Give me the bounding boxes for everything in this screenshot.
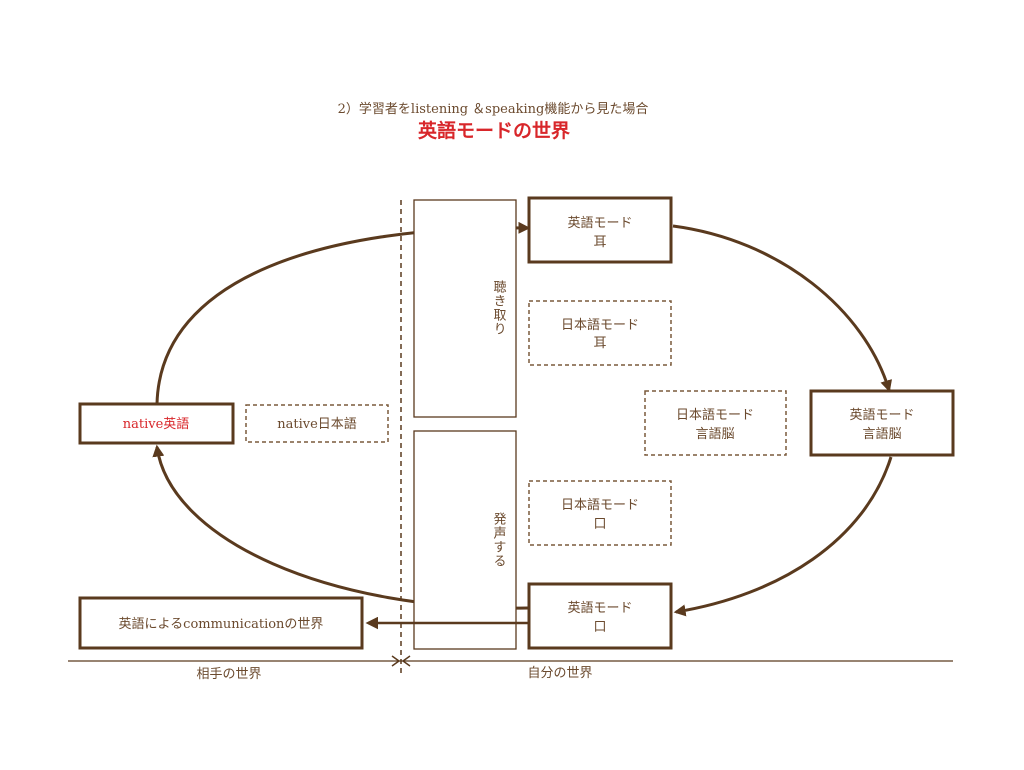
japanese-ear-line1: 日本語モード [561,317,639,333]
other-world-label: 相手の世界 [196,667,261,682]
japanese-mouth-box: 日本語モード 口 [528,480,672,546]
japanese-mouth-line1: 日本語モード [561,497,639,513]
english-brain-line2: 言語脳 [862,426,901,442]
japanese-brain-box: 日本語モード 言語脳 [644,390,787,456]
english-ear-box: 英語モード 耳 [527,196,673,264]
japanese-ear-line2: 耳 [593,336,606,351]
english-mouth-line2: 口 [593,620,606,635]
english-ear-line2: 耳 [593,235,606,250]
english-ear-line1: 英語モード [567,215,632,231]
subtitle: 2）学習者をlistening ＆speaking機能から見た場合 [338,101,649,117]
japanese-brain-line2: 言語脳 [695,426,734,442]
english-mouth-line1: 英語モード [567,600,632,616]
title: 英語モードの世界 [418,119,570,142]
speaking-column [413,430,517,650]
native-english-box: native英語 [78,402,235,445]
flow-ear-to-brain [672,224,892,393]
communication-label: 英語によるcommunicationの世界 [119,616,324,632]
native-english-label: native英語 [123,416,190,432]
english-brain-line1: 英語モード [849,407,914,423]
flow-brain-to-mouth [673,456,893,617]
native-japanese-box: native日本語 [245,404,389,443]
japanese-mouth-line2: 口 [593,517,606,532]
self-world-label: 自分の世界 [527,666,592,681]
japanese-ear-box: 日本語モード 耳 [528,300,672,366]
english-mouth-box: 英語モード 口 [527,582,673,650]
english-brain-box: 英語モード 言語脳 [809,389,955,457]
listening-label: 聴き取り [491,280,507,336]
native-japanese-label: native日本語 [277,416,357,432]
communication-box: 英語によるcommunicationの世界 [78,596,364,650]
listening-column [413,199,517,418]
speaking-label: 発声する [491,512,507,568]
japanese-brain-line1: 日本語モード [676,407,754,423]
divider-arrowheads [391,655,411,667]
